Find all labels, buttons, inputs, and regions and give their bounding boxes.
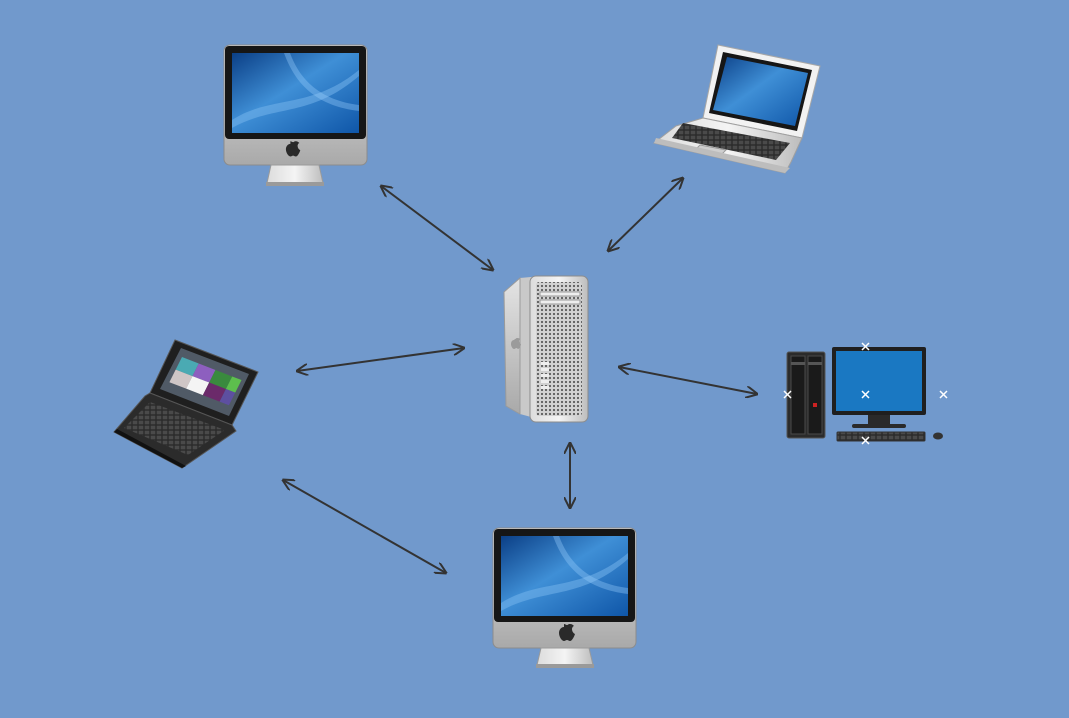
selection-handle-center [861, 390, 870, 399]
connector-server-to-laptop-top-right[interactable] [608, 178, 683, 251]
selection-handle-bottom [861, 436, 870, 445]
selection-handles[interactable] [783, 342, 948, 445]
imac-bottom-node[interactable] [492, 527, 637, 668]
connector-server-to-pc-right[interactable] [619, 367, 757, 394]
silver-laptop-icon [652, 44, 821, 174]
imac-desktop-icon [223, 44, 368, 186]
selection-handle-left [783, 390, 792, 399]
connector-netbook-left-to-imac-bottom[interactable] [283, 480, 446, 573]
connector-server-to-netbook-left[interactable] [297, 348, 464, 371]
imac-top-node[interactable] [223, 44, 368, 186]
selection-handle-right [939, 390, 948, 399]
imac-desktop-icon [492, 527, 637, 668]
server-node[interactable] [503, 275, 589, 423]
connector-server-to-imac-top[interactable] [381, 186, 493, 270]
laptop-top-right-node[interactable] [652, 44, 821, 174]
desktop-pc-tower-monitor-icon [786, 347, 943, 442]
netbook-left-node[interactable] [113, 339, 259, 469]
selection-handle-top [861, 342, 870, 351]
black-netbook-icon [113, 339, 259, 469]
connectors [283, 178, 757, 573]
pc-right-node[interactable] [783, 342, 948, 445]
mac-pro-tower-server-icon [503, 275, 589, 423]
